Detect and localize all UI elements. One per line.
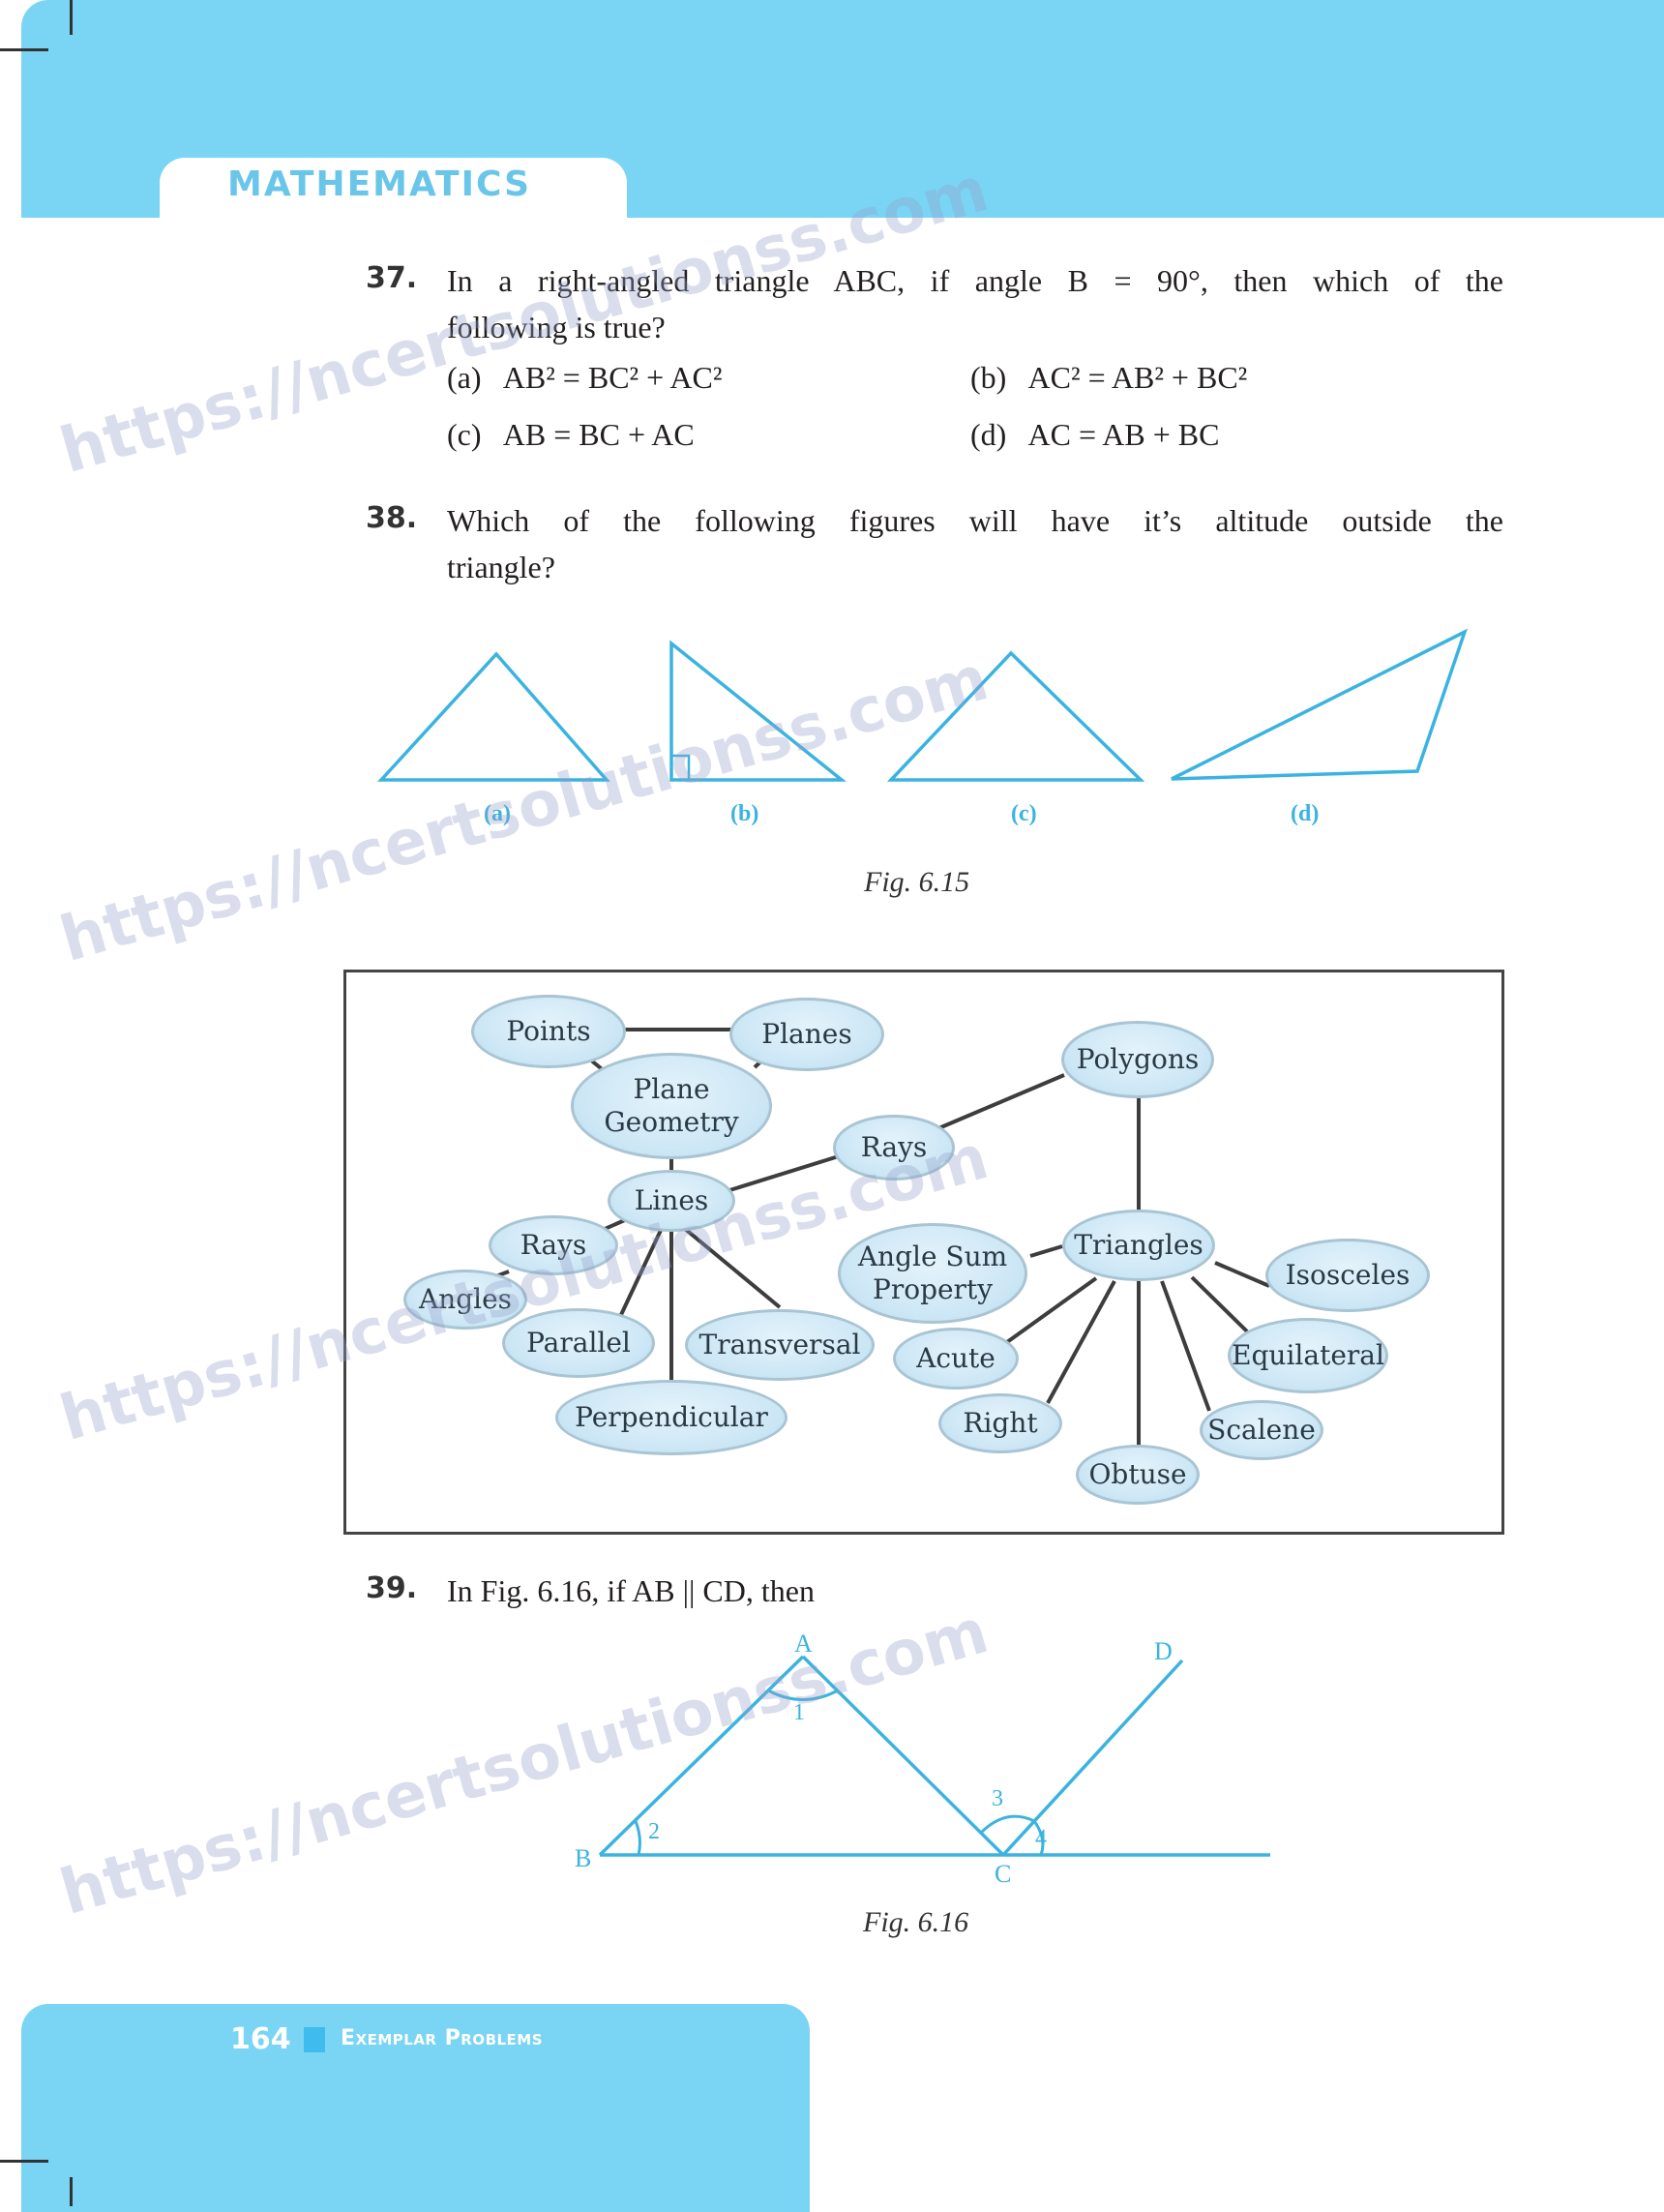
option-label: (b) <box>970 360 1007 395</box>
figure-6-16-diagram <box>598 1655 1270 1857</box>
crop-mark-bottom-v <box>70 2177 73 2206</box>
node-isosceles: Isosceles <box>1265 1239 1430 1312</box>
node-parallel: Parallel <box>502 1308 655 1378</box>
triangle-a <box>377 651 610 782</box>
node-right: Right <box>938 1393 1062 1453</box>
angle-label-4: 4 <box>1035 1826 1047 1851</box>
angle-label-2: 2 <box>648 1819 660 1844</box>
figure-label-a: (a) <box>484 801 511 826</box>
node-acute: Acute <box>893 1328 1019 1390</box>
node-points: Points <box>471 995 626 1068</box>
option-label: (a) <box>447 360 482 395</box>
book-title: Exemplar Problems <box>341 2026 544 2050</box>
angle-4-arc <box>1032 1820 1045 1856</box>
node-planes: Planes <box>729 998 884 1071</box>
figure-label-b: (b) <box>730 801 759 826</box>
figure-6-15-triangles <box>377 628 1469 782</box>
node-perpendicular: Perpendicular <box>555 1380 787 1455</box>
triangle-d <box>1171 628 1469 781</box>
node-transversal: Transversal <box>685 1309 875 1381</box>
option-37b: (b) AC² = AB² + BC² <box>970 360 1247 396</box>
node-rays-left: Rays <box>489 1215 618 1275</box>
question-38-line-1: Which of the following figures will have… <box>447 503 1503 538</box>
option-text: AB = BC + AC <box>502 417 695 452</box>
node-scalene: Scalene <box>1200 1400 1323 1460</box>
point-label-c: C <box>995 1860 1012 1888</box>
angle-1-arc <box>767 1689 839 1701</box>
option-37a: (a) AB² = BC² + AC² <box>447 360 722 396</box>
angle-label-3: 3 <box>992 1786 1003 1811</box>
node-plane-geometry: Plane Geometry <box>571 1053 772 1159</box>
question-number-39: 39. <box>366 1571 418 1605</box>
node-angles: Angles <box>403 1270 527 1330</box>
option-label: (c) <box>447 417 482 452</box>
subject-title: MATHEMATICS <box>227 164 532 204</box>
question-39-line-1: In Fig. 6.16, if AB || CD, then <box>447 1573 815 1608</box>
footer-square-icon <box>304 2027 325 2052</box>
node-angle-sum-property: Angle Sum Property <box>838 1223 1027 1324</box>
right-angle-marker <box>669 754 691 782</box>
question-number-37: 37. <box>366 261 418 295</box>
angle-3-arc <box>979 1814 1035 1835</box>
node-rays-mid: Rays <box>833 1115 955 1181</box>
header-tab <box>160 158 627 225</box>
figure-label-c: (c) <box>1011 801 1037 826</box>
triangle-b <box>669 640 847 782</box>
figure-label-d: (d) <box>1291 801 1320 826</box>
concept-map-box <box>343 970 1504 1535</box>
option-text: AC² = AB² + BC² <box>1027 360 1248 395</box>
node-lines: Lines <box>608 1170 735 1232</box>
option-37c: (c) AB = BC + AC <box>447 417 695 453</box>
crop-mark-top-h <box>0 48 48 51</box>
option-37d: (d) AC = AB + BC <box>970 417 1219 453</box>
node-obtuse: Obtuse <box>1076 1445 1200 1505</box>
footer-band <box>21 2004 810 2212</box>
node-polygons: Polygons <box>1061 1021 1214 1098</box>
option-label: (d) <box>970 417 1007 452</box>
question-38-line-2: triangle? <box>447 550 555 584</box>
point-label-d: D <box>1154 1637 1173 1665</box>
point-label-a: A <box>794 1629 813 1658</box>
angle-label-1: 1 <box>793 1700 805 1725</box>
node-triangles: Triangles <box>1062 1210 1215 1281</box>
line-ac <box>801 1655 1005 1857</box>
page-number: 164 <box>230 2022 291 2056</box>
figure-caption-6-15: Fig. 6.15 <box>864 866 970 898</box>
line-ba <box>598 1655 805 1857</box>
crop-mark-bottom-h <box>0 2160 48 2163</box>
figure-caption-6-16: Fig. 6.16 <box>863 1906 969 1938</box>
node-equilateral: Equilateral <box>1228 1318 1388 1393</box>
crop-mark-top-v <box>70 0 73 35</box>
question-37-line-2: following is true? <box>447 310 666 344</box>
triangle-c <box>886 650 1145 782</box>
option-text: AB² = BC² + AC² <box>502 360 723 395</box>
point-label-b: B <box>575 1844 592 1872</box>
question-number-38: 38. <box>366 501 418 535</box>
option-text: AC = AB + BC <box>1027 417 1220 452</box>
question-37-line-1: In a right-angled triangle ABC, if angle… <box>447 263 1503 298</box>
angle-2-arc <box>634 1820 641 1856</box>
line-cd <box>1001 1659 1184 1857</box>
